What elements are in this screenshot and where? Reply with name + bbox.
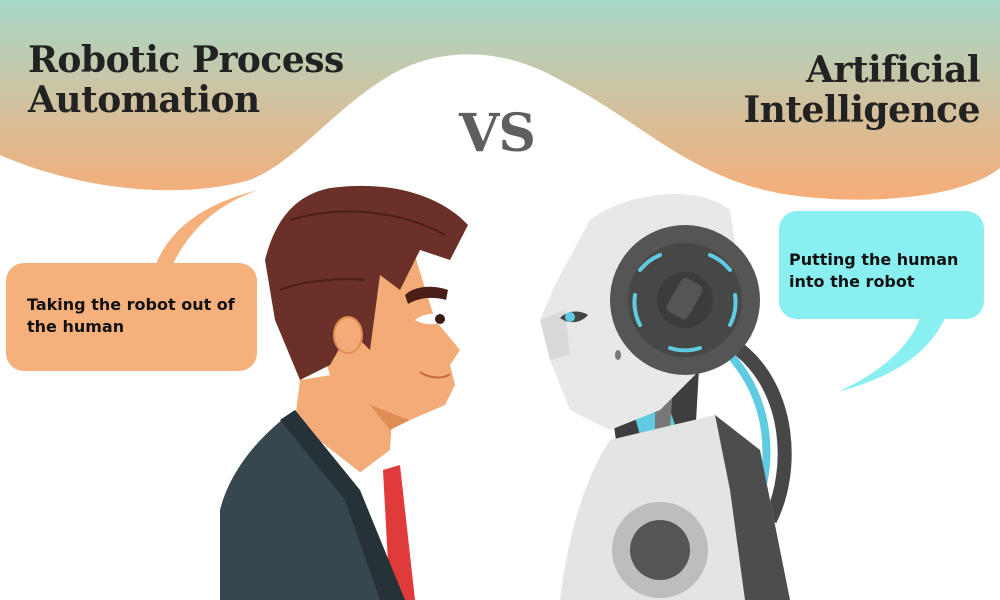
robot-illustration bbox=[540, 193, 792, 600]
ai-title: Artificial Intelligence bbox=[743, 50, 980, 130]
ai-title-line1: Artificial bbox=[806, 49, 980, 91]
rpa-title: Robotic Process Automation bbox=[28, 40, 344, 120]
robot-speech-bubble: Putting the human into the robot bbox=[779, 211, 984, 319]
human-speech-bubble: Taking the robot out of the human bbox=[6, 263, 257, 371]
robot-bubble-text: Putting the human into the robot bbox=[789, 250, 959, 291]
rpa-title-line1: Robotic Process bbox=[28, 39, 344, 81]
vs-label: VS bbox=[459, 103, 536, 164]
human-bubble-text: Taking the robot out of the human bbox=[27, 295, 235, 336]
businessman-illustration bbox=[220, 185, 468, 600]
ai-title-line2: Intelligence bbox=[743, 89, 980, 131]
rpa-title-line2: Automation bbox=[28, 79, 260, 121]
